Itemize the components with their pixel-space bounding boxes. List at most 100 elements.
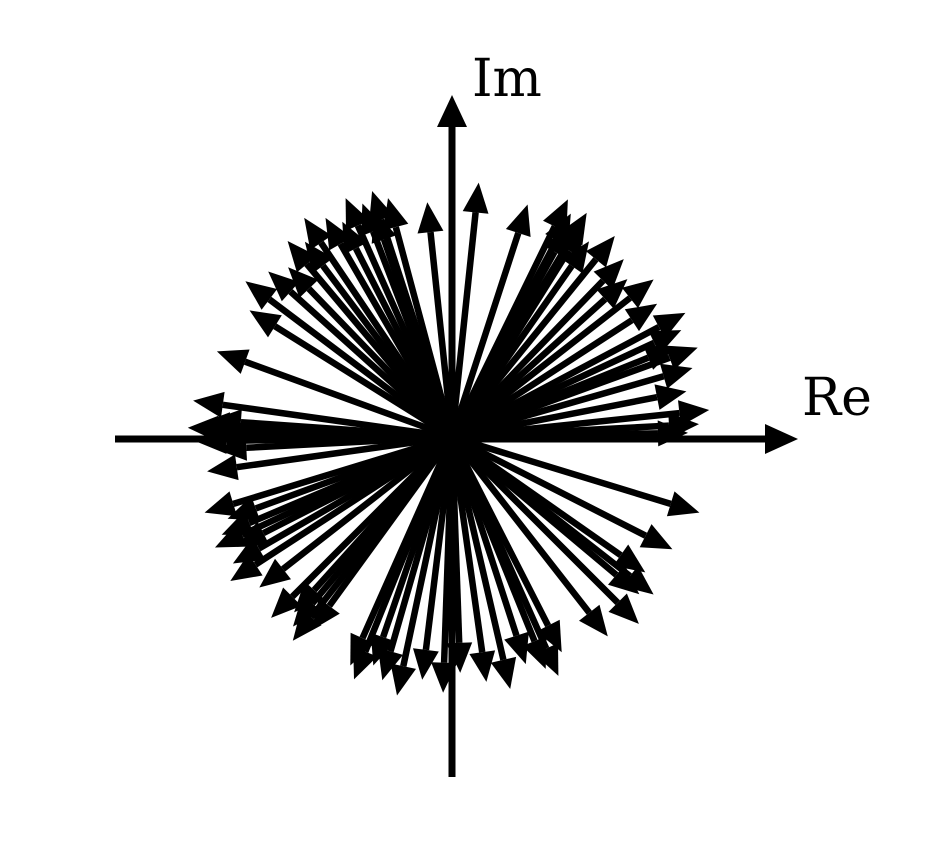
phasor-arrow [450,434,673,550]
phasor-arrowhead [490,656,517,689]
phasor-arrowhead [207,454,239,481]
phasor-arrowhead [259,558,291,588]
phasor-arrow [417,202,456,438]
phasor-arrowhead [215,523,248,548]
phasor-arrow [448,436,517,689]
phasor-shaft [450,434,623,558]
phasor-arrowhead [268,271,300,302]
phasor-arrowhead [361,203,386,237]
phasor-shaft [450,324,661,440]
phasor-arrowhead [639,524,673,550]
phasor-arrowhead [193,391,225,418]
phasor-shaft [273,323,454,440]
phasor-shaft [451,409,680,441]
phasor-arrowhead [271,587,302,618]
phasor-arrow [259,434,455,588]
phasor-arrowhead [287,241,317,273]
phasor-arrowhead [342,221,368,255]
phasor-arrow [449,435,562,653]
phasor-shaft [448,231,522,439]
phasor-shaft [449,434,620,605]
phasor-arrowhead [621,565,654,595]
phasor-arrowhead [652,312,686,339]
phasor-arrowhead [534,643,559,676]
phasor-shaft [243,358,454,441]
phasor-arrowhead [579,604,608,637]
phasor-shaft [427,231,456,438]
phasor-arrowhead [390,663,416,696]
phasor-arrowhead [585,236,615,268]
phasor-arrowhead [417,202,444,234]
phasor-shaft [400,436,456,667]
phasor-arrowhead [227,496,261,521]
phasor-arrowhead [230,553,263,581]
phasor-arrowhead [204,491,238,517]
phasor-arrowhead [345,198,370,231]
phasor-shaft [253,434,454,568]
phasor-arrowhead [378,647,403,681]
phasor-arrowhead [236,521,270,547]
phasor-arrowhead [505,204,531,237]
phasor-shaft [448,436,507,661]
phasor-shaft [451,433,672,508]
phasor-arrowhead [370,632,396,666]
phasor-arrowhead [624,303,658,332]
phasor-arrowhead [596,279,628,309]
phasor-shaft [449,435,551,628]
phasor-arrow [449,434,639,624]
phasor-arrowhead [648,330,682,355]
phasor-shaft [267,296,454,440]
phasor-arrowhead [522,636,547,669]
phasor-arrowhead [292,609,322,641]
phasor-arrowhead [311,598,340,631]
phasor-arrowhead [249,310,282,338]
phasor-shaft [450,434,648,539]
phasor-shaft [448,212,479,438]
phasor-arrowhead [288,267,319,298]
phasor-arrowhead [304,217,332,250]
phasor-arrow [450,312,686,440]
phasor-arrow [230,434,454,581]
phasor-shaft [326,435,455,608]
phasor-arrowhead [621,279,654,309]
phasor-shaft [449,224,558,439]
phasor-arrowhead [383,198,409,231]
phasor-arrowhead [462,182,489,214]
phasor-arrow [449,434,608,637]
phasor-arrows [187,182,710,696]
imaginary-axis-label: Im [472,49,542,109]
phasor-arrowhead [678,400,710,426]
phasor-arrowhead [543,199,568,233]
phasor-arrowhead [245,281,278,310]
phasor-arrowhead [232,537,266,564]
real-axis-arrowhead [765,424,798,454]
phasor-arrow [390,436,456,696]
phasor-arrow [448,204,531,439]
phasor-shaft [449,434,592,615]
phasor-arrow [448,182,489,438]
phasor-arrow [216,349,454,441]
imaginary-axis-arrowhead [437,95,467,127]
phasor-arrow [451,433,700,517]
phasor-arrowhead [660,363,693,389]
phasor-arrow [450,434,646,573]
phasor-arrowhead [665,345,698,370]
phasor-arrow [249,310,454,440]
phasor-arrowhead [608,593,639,624]
phasor-arrowhead [643,345,677,370]
real-axis-label: Re [802,368,872,428]
phasor-arrowhead [561,241,589,274]
phasor-arrowhead [504,631,529,665]
phasor-shaft [280,434,455,572]
phasor-arrow [449,199,568,439]
phasor-arrowhead [593,259,624,290]
phasor-arrow [451,400,710,441]
phasor-arrowhead [666,491,700,517]
phasor-arrowhead [413,648,439,680]
phasor-arrowhead [353,646,378,680]
phasor-arrowhead [654,384,687,410]
phasor-arrowhead [668,412,699,439]
phasor-arrowhead [613,544,646,573]
phasor-arrowhead [469,650,496,682]
